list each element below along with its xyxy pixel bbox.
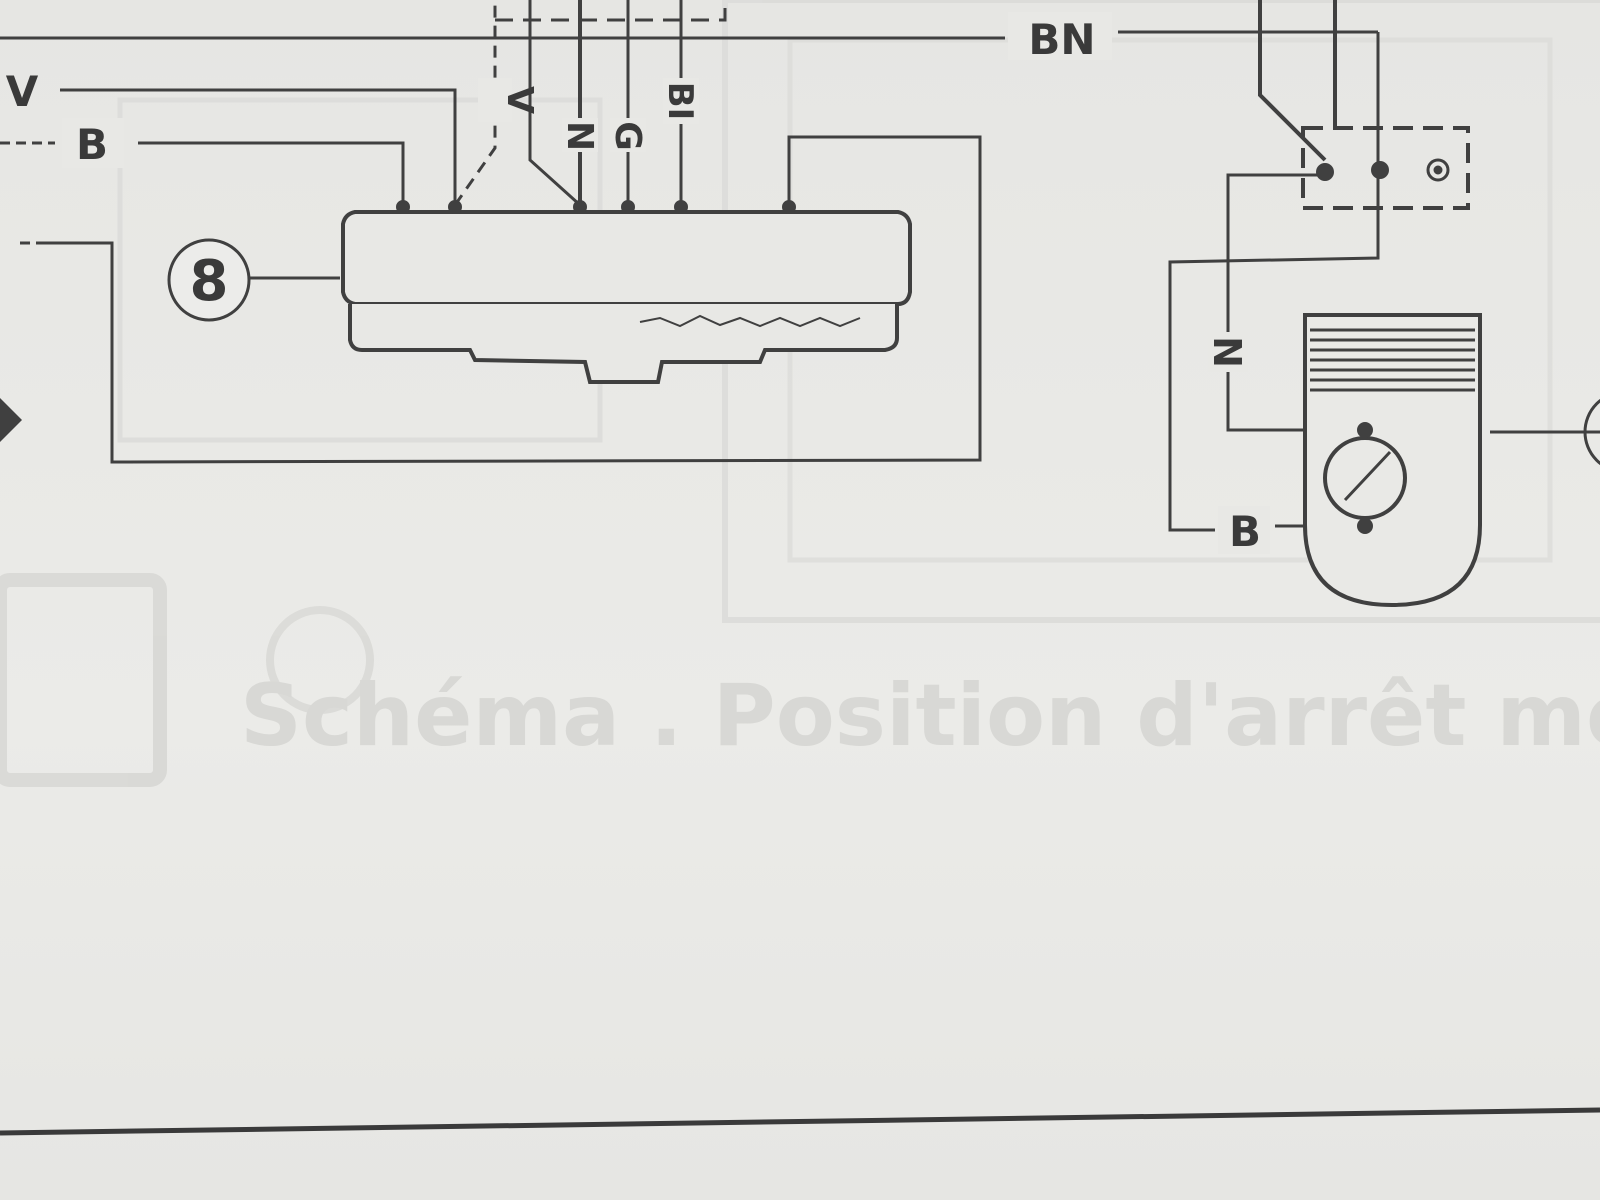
ghost-circle [266,606,374,714]
wire-cable-right [1258,0,1327,162]
module-upper-body [341,210,912,306]
wire-labels: BN V B V N G BI N B [6,12,1270,556]
device-dial-needle [1343,450,1392,502]
connector-pin-2 [1371,161,1389,179]
device-terminal-top [1357,422,1373,438]
bleed-through-text: Schéma . Position d'arrêt mot [240,666,1600,766]
connector-pin-3-core [1433,165,1443,175]
right-device [1303,313,1482,608]
wire-b-right-upper [1168,170,1380,532]
wire-cable [528,0,582,207]
wires [0,0,1600,532]
terminal-v [448,200,462,214]
label-bn: BN [1028,15,1095,64]
connector-block [1301,126,1470,210]
wire-v-dashed [453,0,497,206]
label-bi-vertical: BI [660,82,700,121]
ghost-part [0,573,167,787]
label-n-right-bg [1208,332,1248,372]
label-n-vertical-bg [562,118,598,152]
component-8-module [341,200,912,384]
terminal-g [621,200,635,214]
callout-8-number: 8 [190,249,229,314]
wire-loop [40,135,982,464]
connector-pin-1 [1316,163,1334,181]
device-terminal-bottom [1357,518,1373,534]
label-g-vertical: G [607,121,648,151]
wire-dashed-top [495,0,727,22]
callout-8-circle [167,238,251,322]
module-lower-body [348,304,899,384]
label-v-left: V [6,67,39,116]
terminal-b [396,200,410,214]
label-b-right-bg [1218,506,1270,554]
label-b-left-bg [62,118,124,168]
label-v-vertical: V [499,86,540,114]
wire-b [138,141,405,205]
terminal-n [573,200,587,214]
label-b-right: B [1229,507,1261,556]
device-fins [1310,328,1475,392]
label-bn-bg [1008,12,1112,60]
label-n-right: N [1205,336,1249,368]
bleed-through-layer: Schéma . Position d'arrêt mot [0,0,1600,787]
terminal-loop [782,200,796,214]
label-v-vertical-bg [478,78,512,122]
label-n-vertical: N [559,121,600,151]
label-g-vertical-bg [610,118,646,152]
wire-v [60,88,457,205]
connector-pin-3 [1426,158,1450,182]
left-arrow-icon [0,398,22,442]
terminal-bi [674,200,688,214]
label-b-left: B [76,120,108,169]
bottom-rule [0,1107,1600,1136]
label-bi-vertical-bg [663,78,699,124]
callout-8: 8 [167,238,251,322]
module-texture [639,314,861,328]
callout-partial-right [1583,398,1600,466]
connector-dashed-box [1301,126,1470,210]
wire-n-right [1226,173,1365,432]
